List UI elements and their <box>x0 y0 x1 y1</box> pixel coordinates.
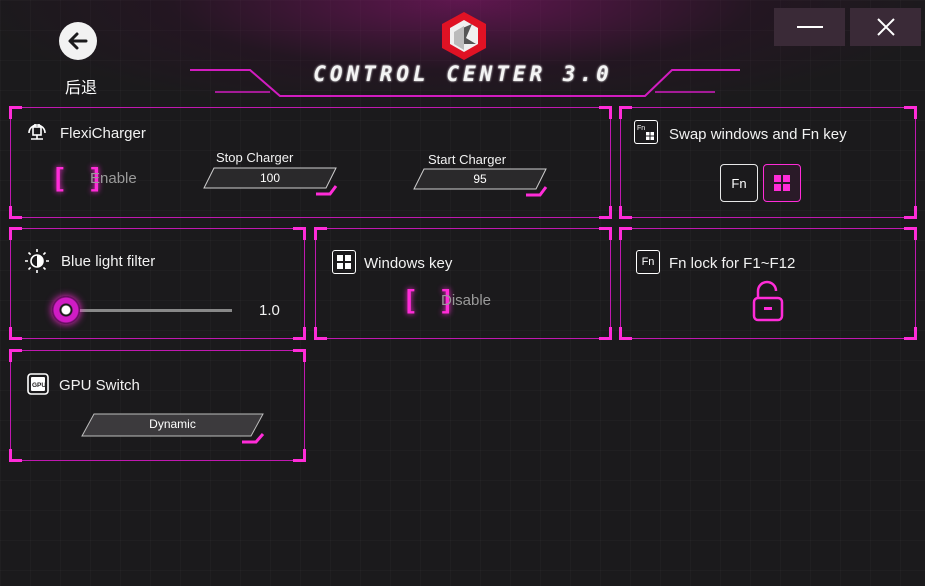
app-title: CONTROL CENTER 3.0 <box>313 62 613 86</box>
fn-lock-title: Fn lock for F1~F12 <box>669 255 796 272</box>
stop-charger-value: 100 <box>259 171 281 185</box>
swap-keys-panel <box>619 106 917 219</box>
start-charger-label: Start Charger <box>428 152 507 167</box>
fn-lock-panel <box>619 227 917 340</box>
svg-text:GPU: GPU <box>32 382 46 389</box>
blue-light-panel <box>9 227 306 340</box>
windows-key-disable-toggle[interactable]: [ ] <box>406 284 461 314</box>
flexicharger-enable-toggle[interactable]: [ ] <box>55 162 110 192</box>
fn-windows-swap-icon: Fn <box>634 120 658 144</box>
gpu-switch-title: GPU Switch <box>59 377 140 394</box>
gpu-switch-panel <box>9 349 306 462</box>
windows-key-icon <box>332 250 356 274</box>
flexicharger-panel <box>9 106 612 219</box>
windows-key-title: Windows key <box>364 255 453 272</box>
windows-key-disable-label: Disable <box>441 292 492 309</box>
gpu-icon: GPU <box>25 371 51 397</box>
blue-light-value: 1.0 <box>259 302 280 319</box>
blue-light-slider-knob[interactable] <box>52 296 80 324</box>
back-button[interactable] <box>59 22 97 60</box>
unlock-icon[interactable] <box>751 280 785 322</box>
close-button[interactable] <box>850 8 921 46</box>
control-center-logo-icon <box>442 12 486 60</box>
gpu-mode-value: Dynamic <box>149 417 196 431</box>
blue-light-slider-track[interactable] <box>66 309 232 312</box>
windows-key-panel <box>314 227 612 340</box>
charger-plug-icon <box>23 119 51 147</box>
start-charger-value: 95 <box>473 172 487 186</box>
fn-lock-badge-icon: Fn <box>636 250 660 274</box>
swap-keys-title: Swap windows and Fn key <box>669 126 847 143</box>
stop-charger-field[interactable]: 100 <box>202 167 338 196</box>
start-charger-field[interactable]: 95 <box>412 168 548 197</box>
fn-key-button[interactable]: Fn <box>720 164 758 202</box>
flexicharger-enable-label: Enable <box>90 170 137 187</box>
brightness-icon <box>24 248 50 274</box>
windows-icon <box>774 175 790 191</box>
minimize-button[interactable] <box>774 8 845 46</box>
minimize-icon <box>796 26 823 28</box>
stop-charger-label: Stop Charger <box>216 150 294 165</box>
arrow-left-icon <box>68 32 88 50</box>
header-frame <box>190 69 740 97</box>
back-label: 后退 <box>65 80 98 97</box>
gpu-mode-dropdown[interactable]: Dynamic <box>80 413 265 444</box>
windows-key-button[interactable] <box>763 164 801 202</box>
svg-text:Fn: Fn <box>637 125 645 132</box>
flexicharger-title: FlexiCharger <box>60 125 146 142</box>
close-icon <box>876 18 895 36</box>
blue-light-title: Blue light filter <box>61 253 156 270</box>
